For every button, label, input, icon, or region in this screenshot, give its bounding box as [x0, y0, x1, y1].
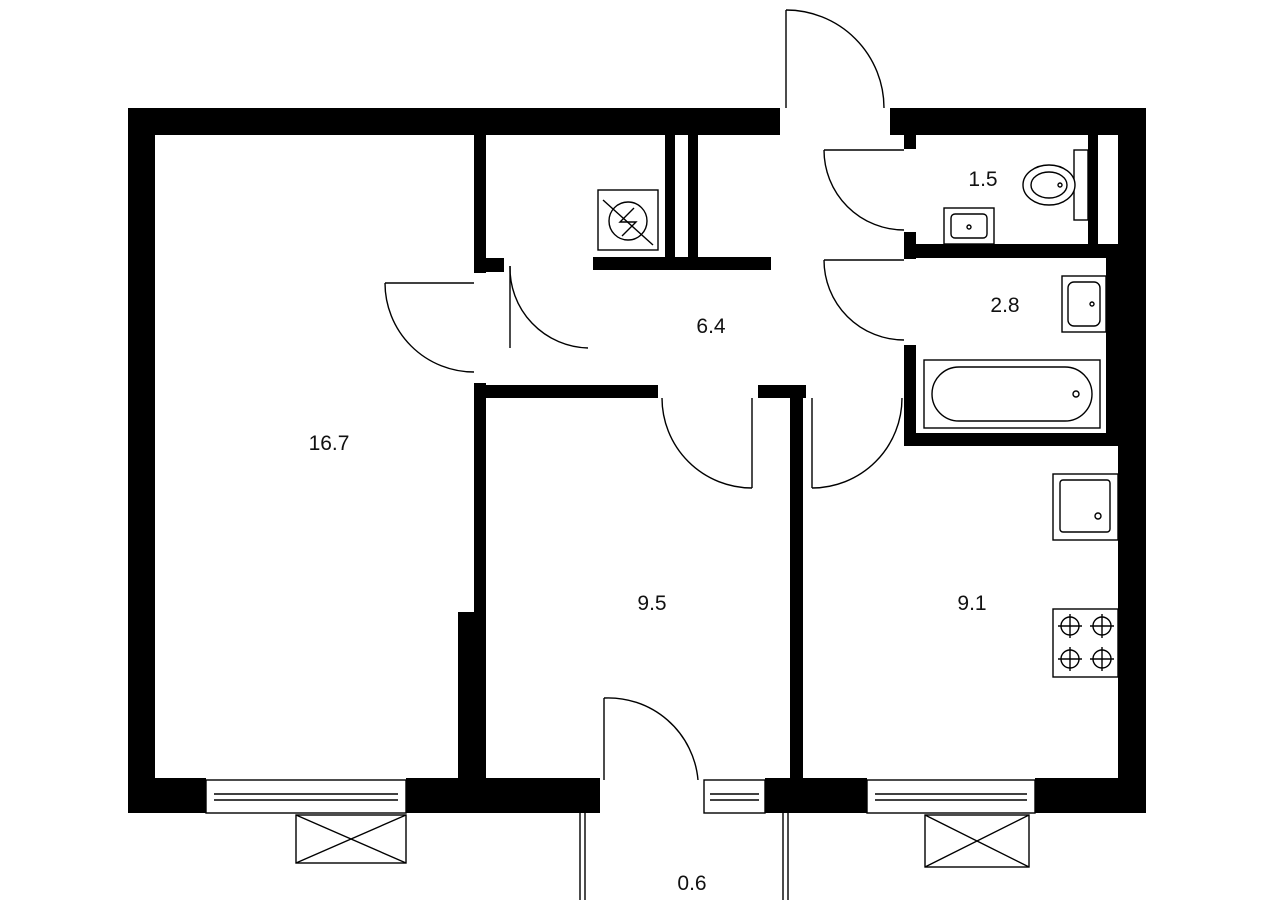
- kitchen-area-label: 9.1: [957, 592, 986, 615]
- wall-right: [1118, 108, 1146, 813]
- wall-wc-shaft: [1088, 135, 1098, 244]
- wall-shaft-left: [665, 135, 675, 257]
- toilet-icon: [1022, 149, 1089, 221]
- kitchen-sink-icon: [1052, 473, 1119, 541]
- wall-wc-left-top: [904, 135, 916, 149]
- window-living-room: [205, 779, 407, 814]
- wall-bottom-3: [765, 778, 867, 813]
- wall-bedroom-kitchen: [790, 385, 803, 780]
- wall-bottom-1: [128, 778, 206, 813]
- window-bedroom: [703, 779, 766, 814]
- ac-unit-right: [924, 814, 1030, 868]
- balcony-door: [603, 697, 699, 781]
- wall-bottom-2: [406, 778, 600, 813]
- entrance-door: [785, 9, 885, 109]
- sink-icon: [943, 207, 995, 245]
- bedroom-door: [661, 397, 753, 489]
- wall-left: [128, 108, 155, 813]
- wall-hall-bedroom-left: [474, 385, 658, 398]
- toilet-door: [823, 149, 905, 231]
- interior-walls: [458, 135, 1118, 780]
- electrical-panel-icon: [597, 189, 659, 251]
- bedroom-area-label: 9.5: [637, 592, 666, 615]
- outer-walls: [128, 108, 1146, 813]
- balcony-outline: [579, 813, 789, 900]
- windows: [205, 779, 1036, 814]
- wall-living-bedroom-thick: [458, 612, 486, 778]
- living-room-area-label: 16.7: [309, 432, 350, 455]
- living-room-door: [384, 282, 475, 373]
- ac-unit-left: [295, 814, 407, 864]
- wall-living-hall-stub: [474, 258, 504, 272]
- wall-bath-left: [904, 345, 916, 445]
- balcony-area-label: 0.6: [677, 872, 706, 895]
- bathtub-icon: [923, 359, 1101, 429]
- wall-wc-bath: [904, 244, 1118, 258]
- bathroom-area-label: 2.8: [990, 294, 1019, 317]
- wall-bottom-4: [1035, 778, 1146, 813]
- wall-living-hall-upper: [474, 135, 486, 273]
- wall-top-left: [128, 108, 780, 135]
- stove-icon: [1052, 608, 1119, 678]
- bathroom-sink-icon: [1061, 275, 1107, 333]
- kitchen-door: [811, 397, 903, 489]
- toilet-area-label: 1.5: [968, 168, 997, 191]
- hallway-area-label: 6.4: [696, 315, 726, 338]
- wall-bath-shaft: [1106, 258, 1118, 445]
- bathroom-door: [823, 259, 905, 341]
- doors: [384, 9, 905, 781]
- wall-shaft-right: [688, 135, 698, 257]
- window-kitchen: [866, 779, 1036, 814]
- wall-closet-bottom: [593, 257, 771, 270]
- wall-top-right: [890, 108, 1146, 135]
- closet-door: [509, 265, 589, 349]
- wall-bath-kitchen: [904, 433, 1118, 446]
